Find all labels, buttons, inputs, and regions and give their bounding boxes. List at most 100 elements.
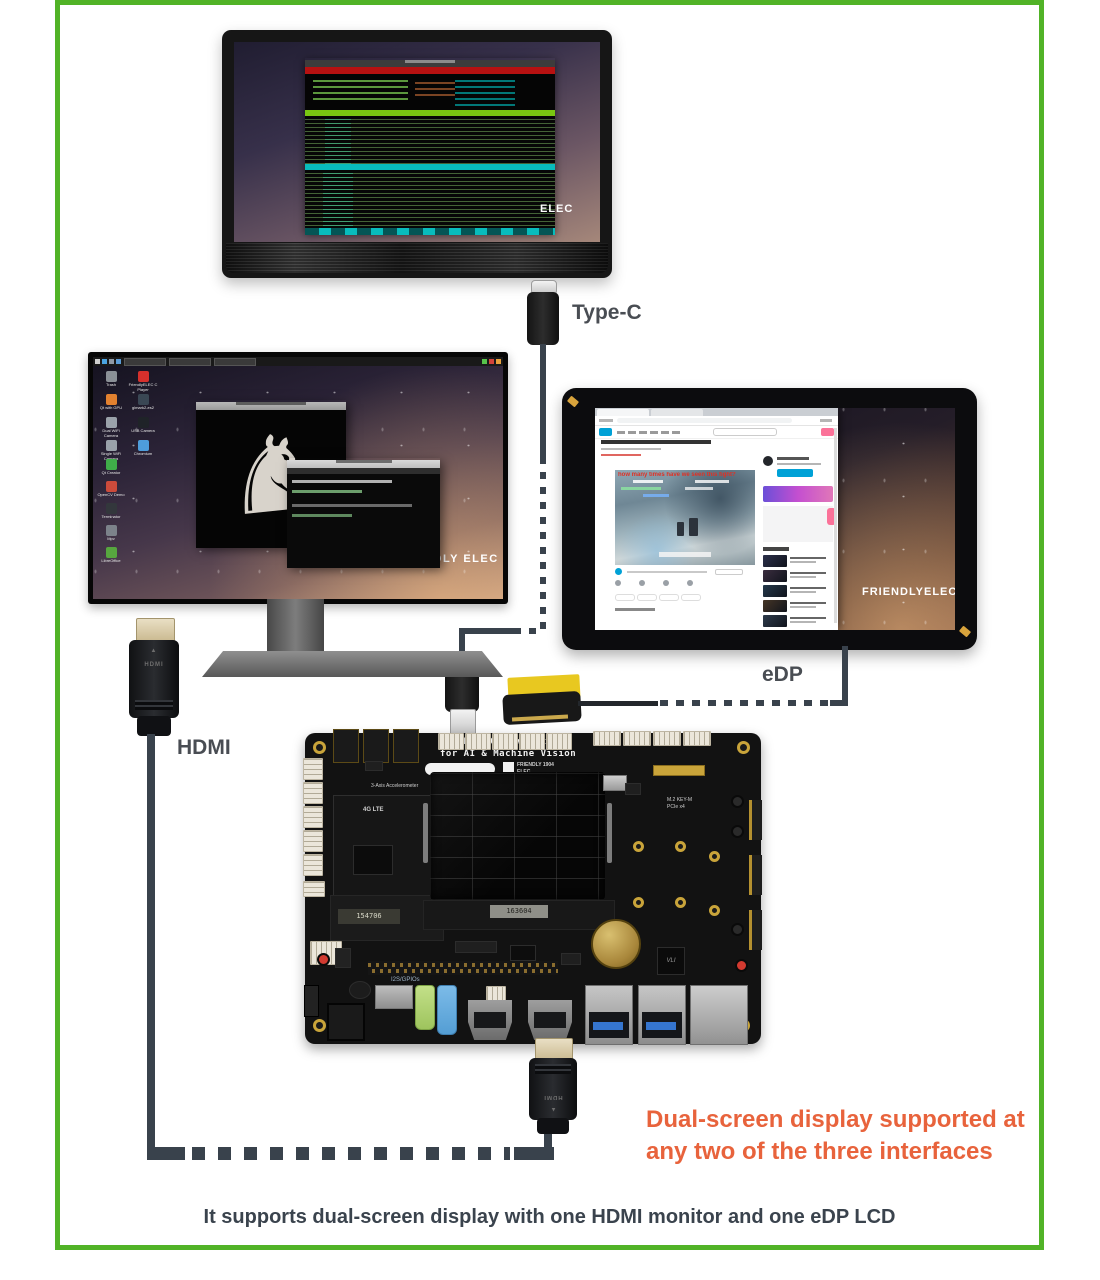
m2-label-2: PCIe x4 (667, 804, 685, 810)
m2-standoff (675, 897, 686, 908)
dual-screen-note-line2: any two of the three interfaces (646, 1138, 993, 1165)
app-icon-label: Qt with GPU (99, 405, 123, 410)
video-thumbnail (763, 600, 787, 612)
hdmi-engraving: HDMI (543, 1094, 563, 1100)
subtitle-bar (659, 552, 711, 557)
typec-cable-elbow-h (459, 628, 515, 634)
typec-dashed-cable (540, 457, 546, 631)
video-meta-bar (601, 448, 661, 450)
related-list (763, 555, 835, 630)
terminal2-menubar (287, 468, 440, 474)
jst-connector (593, 731, 621, 746)
video-title-bar (601, 440, 711, 444)
app-icon-label: glmark2-es2 (131, 405, 154, 410)
app-icon (105, 459, 117, 470)
board-title-2: for AI & Machine Vision (440, 749, 577, 759)
jst-connector (623, 731, 651, 746)
related-video-item (763, 555, 835, 567)
desktop-icon: Dual WiFi Camera (96, 417, 126, 438)
jst-connector (303, 881, 325, 897)
hdmi-engraving: HDMI (144, 662, 164, 668)
coin-battery (591, 919, 641, 969)
nav-buttons (599, 419, 613, 422)
player-titlebar (196, 402, 346, 410)
jst-connector (303, 854, 323, 876)
hdmi-dashed-cable (192, 1147, 510, 1160)
hdmi-ridges (535, 1064, 571, 1074)
edp-label: eDP (762, 663, 803, 686)
desktop-icon: Terminator (96, 503, 126, 519)
uploader-avatar (763, 456, 773, 466)
monitor-stand-base (202, 651, 503, 677)
hdmi-label: HDMI (177, 736, 231, 759)
capacitor (349, 981, 371, 999)
coin-icon (639, 580, 645, 586)
terminal-process-rows (305, 170, 555, 228)
antenna-connector (393, 729, 419, 763)
brand-watermark-elec: ELEC (540, 203, 574, 215)
jst-connector (465, 733, 491, 750)
video-thumbnail (763, 615, 787, 627)
app-menu-icon (95, 359, 100, 364)
jst-connector (683, 731, 711, 746)
desktop-icon: LibreOffice (96, 547, 126, 563)
app-icon-label: USB Camera (131, 428, 155, 433)
app-icon-label: LibreOffice (101, 558, 121, 563)
gpio-header (368, 961, 558, 975)
jst-connector (303, 782, 323, 804)
brand-watermark: FRIENDLYELEC (862, 586, 955, 598)
terminal-icon (116, 359, 121, 364)
jst-connector (303, 806, 323, 828)
video-text-lines (790, 570, 835, 582)
progress-bar (627, 571, 707, 573)
browser-icon (102, 359, 107, 364)
terminal2-body (287, 474, 440, 568)
files-icon (109, 359, 114, 364)
app-icon (105, 440, 117, 451)
typec-cable (540, 344, 546, 457)
edp-cable-elbow-v (842, 646, 848, 706)
hdmi-ridges (135, 700, 173, 710)
dual-screen-note-line1: Dual-screen display supported at (646, 1106, 1025, 1133)
danmaku-text: how many times have we seen this fight? (618, 472, 736, 478)
placeholder-box (763, 506, 833, 542)
lte-chip (353, 845, 393, 875)
terminal-cpu-meters (305, 74, 555, 110)
antenna-connector (333, 729, 359, 763)
browser-addressbar (595, 416, 838, 426)
app-icon-label: Terminator (101, 514, 121, 519)
hdmi-plug-body: ▲ HDMI (129, 640, 179, 718)
terminal-window-2 (287, 458, 440, 568)
video-meta-bar-2 (601, 454, 641, 456)
play-button (615, 568, 622, 575)
app-icon-label: Chromium (133, 451, 153, 456)
hdmi-out-port (528, 1000, 572, 1040)
share-icon (687, 580, 693, 586)
desktop-icon: Chromium (128, 440, 158, 456)
monitor-stand-neck (267, 599, 324, 655)
desktop-icon: OpenCV Demo (96, 481, 126, 497)
hdmi-triangle: ▲ (549, 1106, 557, 1112)
board-hdmi-strain-relief (537, 1118, 569, 1134)
app-icon-label: Dual WiFi Camera (102, 428, 120, 438)
browser-window: how many times have we seen this fight? (595, 408, 838, 630)
terminal-titlebar (305, 60, 555, 67)
game-character (677, 522, 684, 536)
site-header (595, 426, 838, 439)
mounting-hole (313, 1019, 326, 1032)
related-video-item (763, 615, 835, 627)
video-player: how many times have we seen this fight? (615, 470, 755, 565)
terminal-status-bar (305, 228, 555, 235)
m2-connector (653, 765, 705, 776)
app-icon (105, 525, 117, 536)
m2-standoff (709, 905, 720, 916)
hdmi-cable-riser (544, 1129, 552, 1153)
typec-dashed-corner (514, 628, 544, 634)
heatsink-clip (423, 803, 428, 863)
like-icon (615, 580, 621, 586)
gpio-label: I2S/GPIOs (391, 977, 420, 983)
component (455, 941, 497, 953)
browser-tab (651, 409, 703, 416)
app-icon (137, 371, 149, 382)
